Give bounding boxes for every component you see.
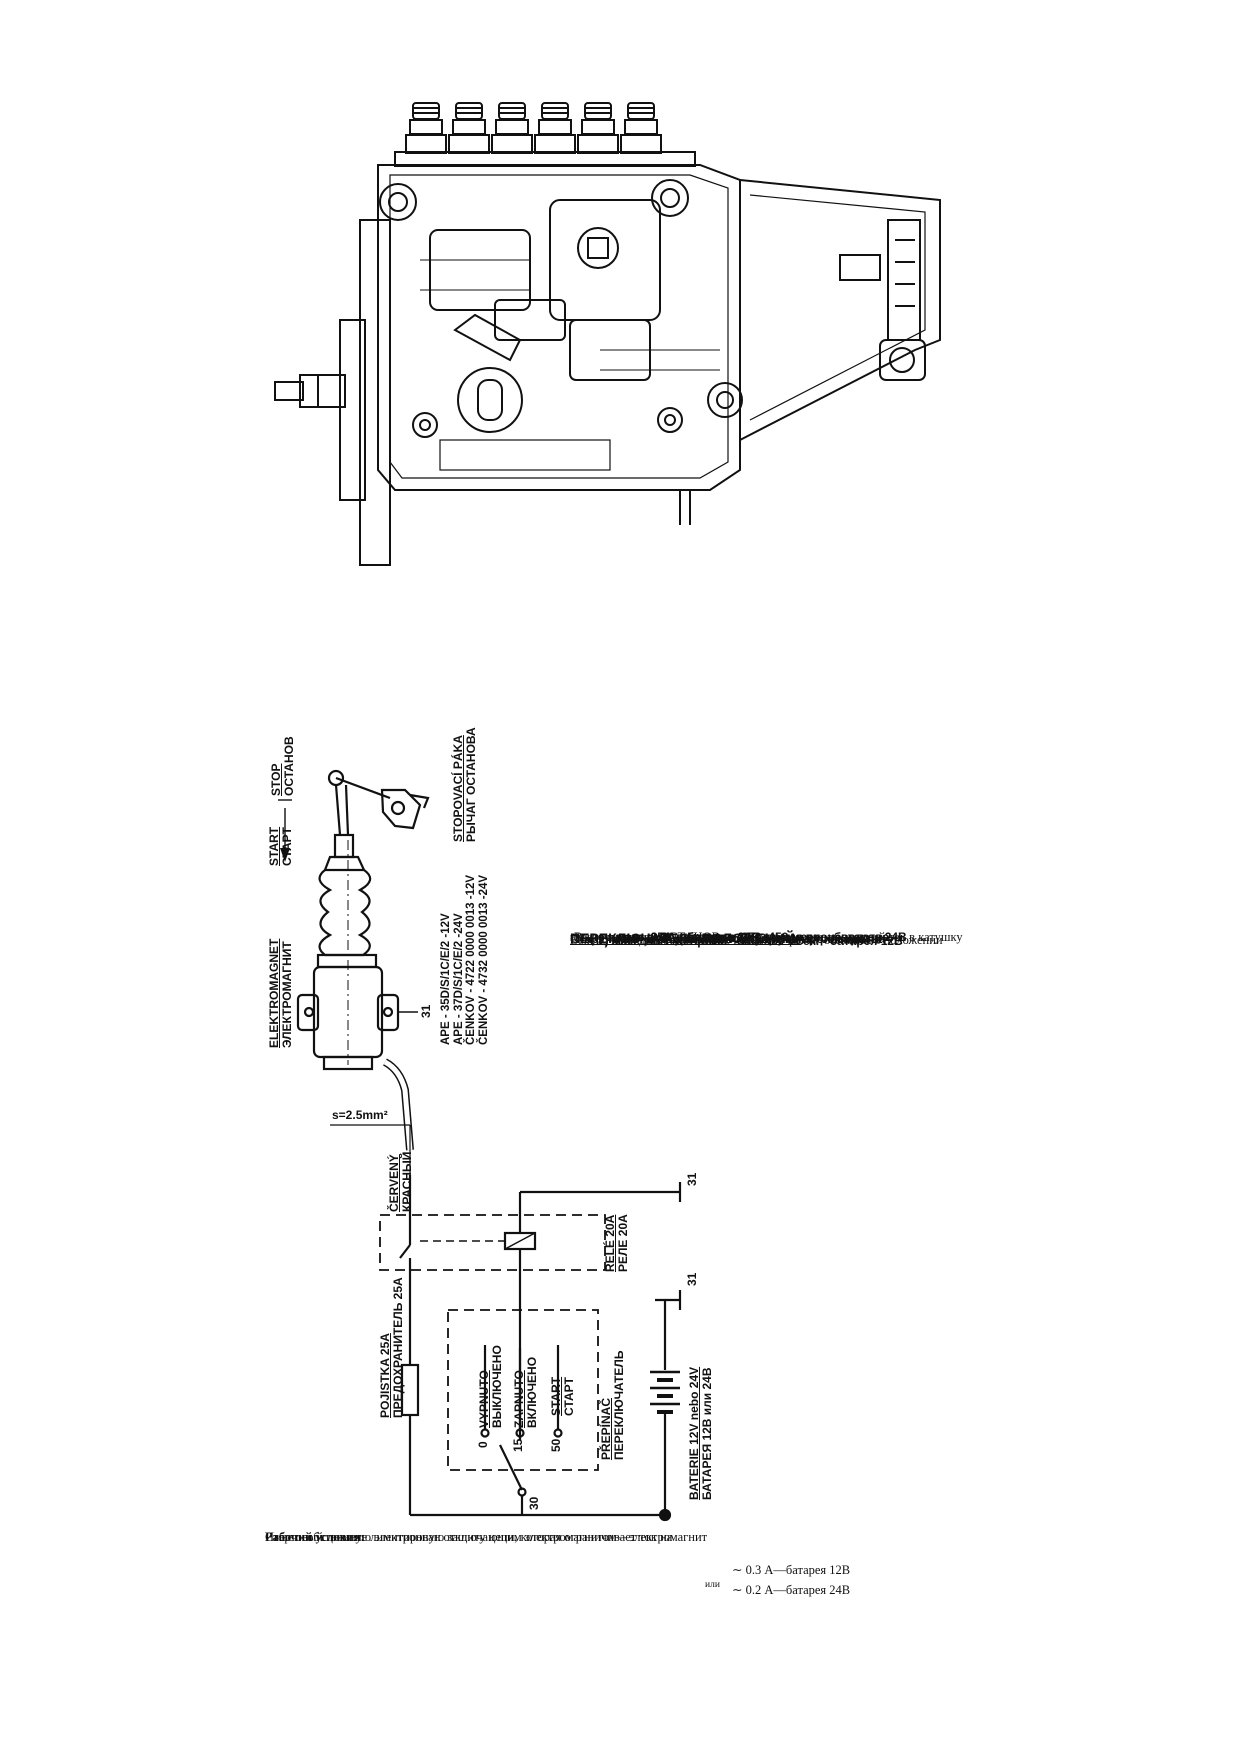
positions-on-1: Включено: включенные принадлежности и эл…	[574, 930, 963, 944]
positions-title: ПЕРЕКЛЮЧАТЕЛЬ ПОЛОЖЕНИЙ:	[570, 930, 800, 946]
positions-off-1: Выключено: двигатель выключенный — рычаг…	[570, 933, 943, 947]
positions-off-2: ОСТАНОВ	[660, 930, 720, 944]
positions-on-2: электромагнита	[570, 930, 654, 944]
conditions-line-2: Имеет собственную электронную защиту цеп…	[265, 1530, 673, 1544]
positions-item: макс. 35А во время ~350+450 мсек. - бата…	[616, 930, 907, 944]
conditions-value-2: ∼ 0.2 А—батарея 24В	[732, 1583, 851, 1597]
positions-item: макс. 0.2А длительно во время производст…	[616, 930, 897, 944]
label-terminal-31-magnet: 31	[419, 1004, 433, 1018]
positions-item: Старт: электрический ток в катушку элект…	[570, 932, 882, 946]
label-pos-15: 15	[511, 1438, 525, 1452]
conditions-line-1: Стартовый цикл не лимитирован отключающи…	[265, 1530, 708, 1544]
label-pos-50: 50	[549, 1438, 563, 1452]
positions-item: 1) макс. 45А во время ~350+450 мсек. - б…	[598, 934, 903, 948]
positions-item: 2) макс. 0.3А длительно во время произво…	[598, 932, 893, 946]
label-terminal-31-battery: 31	[685, 1272, 699, 1286]
label-terminal-31-relay: 31	[685, 1172, 699, 1186]
conditions-value-1: ∼ 0.3 А—батарея 12В	[732, 1563, 851, 1577]
positions-item: макс. 0.3А - батарея 12В	[616, 930, 760, 944]
label-pos-30: 30	[527, 1496, 541, 1510]
electromagnet	[296, 833, 418, 1071]
conditions-title: Рабочий условия:	[265, 1530, 365, 1544]
conditions-or: или	[705, 1580, 720, 1590]
stop-lever	[278, 769, 430, 862]
wire-section-label: s=2.5mm²	[332, 1108, 388, 1122]
positions-item: макс. 0.2А - батарея 24В	[616, 930, 760, 944]
label-pos-0: 0	[476, 1441, 490, 1448]
